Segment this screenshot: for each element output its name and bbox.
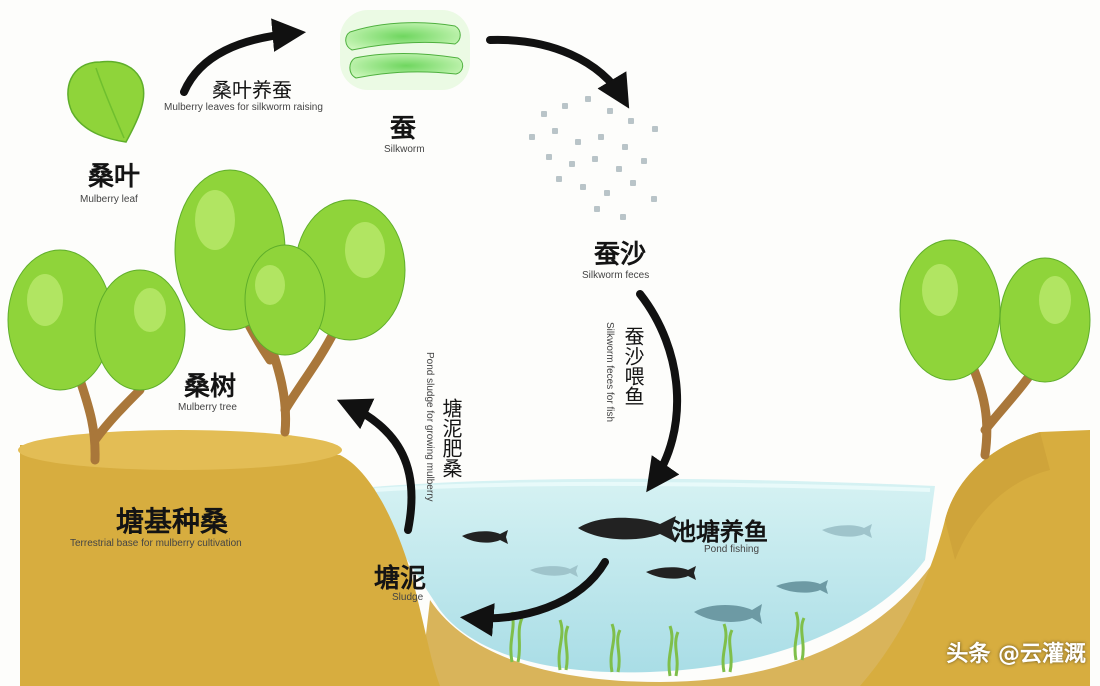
mulberry-trees-left: [7, 169, 406, 465]
label-silkworm: 蚕: [390, 114, 417, 144]
label-leaves-for-silkworm: 桑叶养蚕: [212, 78, 292, 102]
fish-light: [530, 524, 872, 624]
silkworm-image: [340, 10, 470, 90]
cycle-arrows: [180, 18, 682, 637]
label-mulberry-leaf: 桑叶: [88, 162, 141, 192]
arrow-silkworm-to-feces: [486, 35, 630, 109]
label-mulberry-leaf-en: Mulberry leaf: [80, 194, 138, 205]
label-pond-fishing: 池塘养鱼: [672, 518, 768, 546]
label-silkworm-feces-en: Silkworm feces: [582, 270, 650, 281]
label-terrestrial-base: 塘基种桑: [116, 505, 229, 538]
label-sludge-for-mulberry-en: Pond sludge for growing mulberry: [424, 352, 435, 502]
mulberry-leaf-image: [67, 60, 145, 143]
right-bank: [860, 430, 1090, 686]
arrow-leaf-to-silkworm: [180, 18, 307, 96]
arrow-feces-to-fish: [636, 290, 682, 493]
pond-water-surface: [374, 481, 931, 492]
label-feces-for-fish-en: Silkworm feces for fish: [604, 322, 615, 423]
fish-group: [462, 516, 872, 624]
silkworm-feces-dots: [529, 96, 658, 220]
pond-water: [360, 478, 935, 673]
label-mulberry-tree: 桑树: [184, 372, 237, 402]
label-sludge-for-mulberry: 塘泥肥桑: [439, 398, 463, 478]
left-bank-top: [18, 430, 342, 470]
water-plants: [509, 611, 806, 677]
label-mulberry-tree-en: Mulberry tree: [178, 402, 237, 413]
label-leaves-for-silkworm-en: Mulberry leaves for silkworm raising: [164, 102, 323, 113]
fish-dark: [462, 516, 696, 580]
watermark: 头条 @云灌溉: [946, 642, 1086, 667]
right-bank-slope: [945, 432, 1050, 560]
left-bank: [20, 445, 440, 686]
arrow-sludge-to-tree: [336, 398, 416, 534]
arrow-fish-to-sludge: [459, 558, 609, 637]
label-silkworm-feces: 蚕沙: [594, 240, 647, 270]
label-terrestrial-base-en: Terrestrial base for mulberry cultivatio…: [70, 538, 242, 549]
label-silkworm-en: Silkworm: [384, 144, 425, 155]
label-sludge-en: Sludge: [392, 592, 424, 603]
label-sludge: 塘泥: [374, 564, 427, 594]
label-feces-for-fish: 蚕沙喂鱼: [621, 326, 645, 406]
mulberry-tree-right: [899, 239, 1091, 460]
label-pond-fishing-en: Pond fishing: [704, 544, 760, 555]
